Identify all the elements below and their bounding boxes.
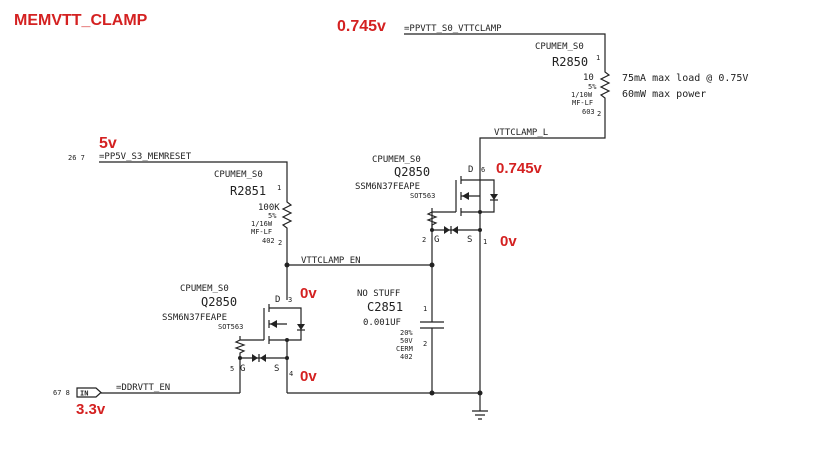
r2851-pin2: 2 [278, 239, 282, 247]
qtop-pin-d: D [468, 165, 473, 175]
in-port-label: IN [80, 390, 88, 398]
qbot-domain: CPUMEM_S0 [180, 284, 229, 294]
r2850-power: 1/10W [571, 91, 593, 99]
r2851-power: 1/16W [251, 220, 273, 228]
qbot-pin-g-num: 5 [230, 365, 234, 373]
voltage-qtop-source: 0v [500, 233, 517, 250]
wire-pp5v [99, 161, 288, 198]
qtop-pin-s-num: 1 [483, 238, 487, 246]
net-pp5v: =PP5V_S3_MEMRESET [99, 152, 192, 162]
qbot-mosfet-symbol [234, 304, 305, 393]
c2851-voltage: 50V [400, 337, 413, 345]
r2851-pkg: 402 [262, 237, 275, 245]
qtop-part: SSM6N37FEAPE [355, 182, 420, 192]
r2851-domain: CPUMEM_S0 [214, 170, 263, 180]
r2851-resistor-symbol [281, 198, 293, 232]
net-ddrvtt-ref: 67 8 [53, 389, 70, 397]
voltage-ddrvtt-en: 3.3v [76, 401, 106, 418]
r2850-resistor-symbol [599, 68, 611, 102]
voltage-qbot-drain: 0v [300, 285, 317, 302]
voltage-pp5v: 5v [99, 135, 117, 152]
c2851-note: NO STUFF [357, 289, 400, 299]
load-note-line1: 75mA max load @ 0.75V [622, 73, 748, 84]
r2850-sup: 1 [596, 54, 600, 62]
qtop-pin-g: G [434, 235, 439, 245]
load-note-line2: 60mW max power [622, 89, 706, 100]
diagram-title: MEMVTT_CLAMP [14, 12, 148, 29]
qbot-pin-g: G [240, 364, 245, 374]
r2850-pkg: 603 [582, 108, 595, 116]
qbot-pin-s-num: 4 [289, 370, 293, 378]
in-port-tag: IN [76, 387, 102, 398]
qtop-mosfet-symbol [426, 168, 498, 264]
voltage-qbot-source: 0v [300, 368, 317, 385]
qtop-pin-d-num: 6 [481, 166, 485, 174]
net-vttclamp-l: VTTCLAMP_L [494, 128, 548, 138]
c2851-pin1: 1 [423, 305, 427, 313]
c2851-tol: 20% [400, 329, 413, 337]
qbot-part: SSM6N37FEAPE [162, 313, 227, 323]
qbot-pin-d: D [275, 295, 280, 305]
r2850-value: 10 [583, 73, 594, 83]
voltage-ppvtt: 0.745v [337, 18, 386, 35]
wire-ground-rail [287, 238, 481, 411]
qbot-pkg: SOT563 [218, 323, 243, 331]
junction-gnd-cap [429, 390, 435, 396]
r2851-value: 100K [258, 203, 280, 213]
net-ddrvtt-en: =DDRVTT_EN [116, 383, 170, 393]
c2851-pin2: 2 [423, 340, 427, 348]
qtop-pin-g-num: 2 [422, 236, 426, 244]
net-ppvtt: =PPVTT_S0_VTTCLAMP [404, 24, 502, 34]
junction-en-left [284, 262, 290, 268]
qtop-ref: Q2850 [394, 165, 430, 179]
ground-symbol [472, 410, 488, 420]
r2850-domain: CPUMEM_S0 [535, 42, 584, 52]
qtop-pin-s: S [467, 235, 472, 245]
r2851-type: MF-LF [251, 228, 272, 236]
qbot-ref: Q2850 [201, 295, 237, 309]
r2851-tol: 5% [268, 212, 277, 220]
c2851-value: 0.001UF [363, 318, 401, 328]
r2850-pin2: 2 [597, 110, 601, 118]
qtop-domain: CPUMEM_S0 [372, 155, 421, 165]
c2851-dielectric: CERM [396, 345, 413, 353]
voltage-qtop-drain: 0.745v [496, 160, 543, 177]
r2850-tol: 5% [588, 83, 597, 91]
c2851-pkg: 402 [400, 353, 413, 361]
net-vttclamp-en: VTTCLAMP_EN [301, 256, 361, 266]
r2850-type: MF-LF [572, 99, 593, 107]
qbot-pin-d-num: 3 [288, 296, 292, 304]
r2851-sup: 1 [277, 184, 281, 192]
wire-vttclamp-l [479, 102, 606, 168]
qtop-pkg: SOT563 [410, 192, 435, 200]
r2850-ref: R2850 [552, 55, 588, 69]
junction-gnd-right [477, 390, 483, 396]
c2851-ref: C2851 [367, 300, 403, 314]
wire-ppvtt [404, 33, 606, 68]
net-pp5v-ref: 26 7 [68, 154, 85, 162]
qbot-pin-s: S [274, 364, 279, 374]
c2851-capacitor-symbol [420, 265, 444, 393]
r2851-ref: R2851 [230, 184, 266, 198]
